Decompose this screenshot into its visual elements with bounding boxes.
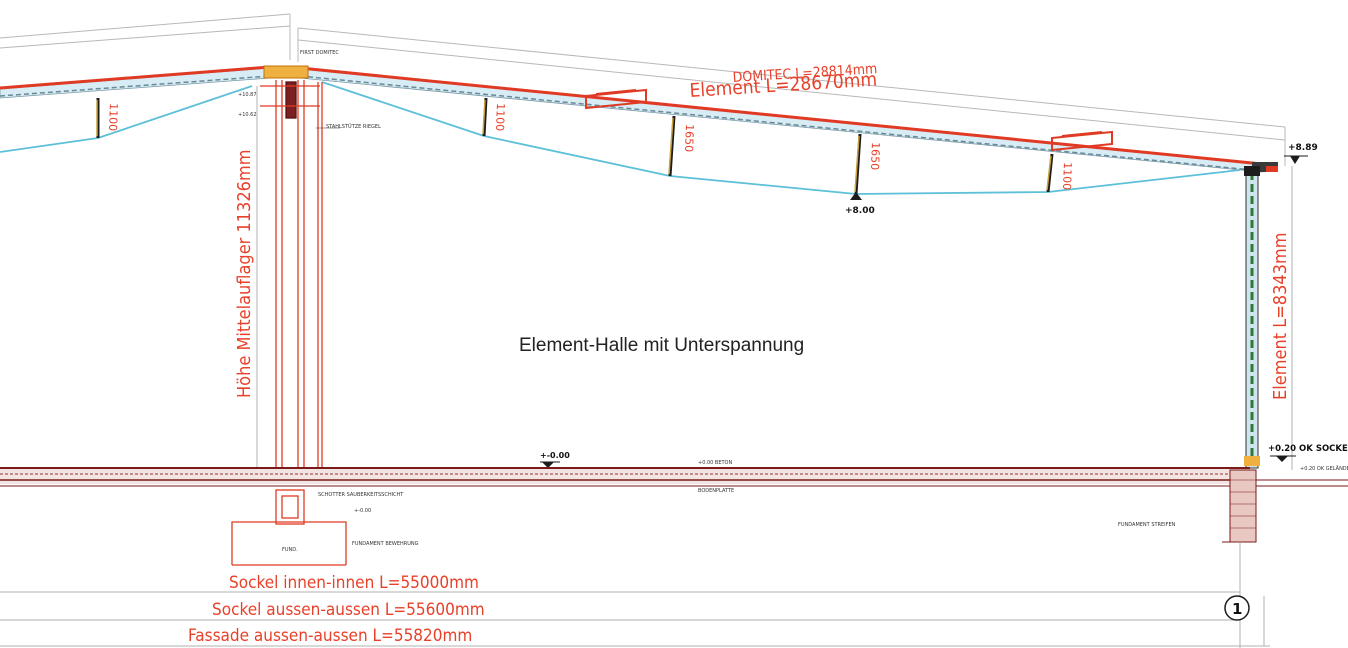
svg-text:+0.00 BETON: +0.00 BETON [698, 460, 732, 466]
bottom-dimension-lines [0, 591, 1270, 647]
axis-marker: 1 [1224, 595, 1250, 621]
svg-text:SCHOTTER SAUBERKEITSSCHICHT: SCHOTTER SAUBERKEITSSCHICHT [318, 492, 404, 498]
socket-outer-dimension-label: Sockel aussen-aussen L=55600mm [212, 600, 485, 620]
roof-element [0, 65, 1278, 173]
facade-outer-dimension-label: Fassade aussen-aussen L=55820mm [188, 626, 472, 646]
roof-element-length-label: Element L=28670mm [689, 69, 878, 102]
strut-label: 1100 [106, 103, 120, 131]
axis-marker-label: 1 [1232, 600, 1242, 618]
svg-text:STAHLSTÜTZE RIEGEL: STAHLSTÜTZE RIEGEL [326, 123, 381, 130]
wall-element-length-label: Element L=8343mm [1270, 232, 1291, 400]
socket-foundation [1222, 469, 1257, 543]
center-height-dimension: Höhe Mittelauflager 11326mm [234, 86, 258, 468]
svg-text:FUNDAMENT BEWEHRUNG: FUNDAMENT BEWEHRUNG [352, 541, 419, 547]
svg-text:FUNDAMENT STREIFEN: FUNDAMENT STREIFEN [1118, 522, 1176, 528]
wall-dimension: Element L=8343mm [1270, 166, 1293, 470]
svg-text:+0.20 OK GELÄNDE: +0.20 OK GELÄNDE [1300, 465, 1348, 472]
eave-level-label: +8.89 [1288, 143, 1318, 153]
svg-text:BODENPLATTE: BODENPLATTE [698, 488, 734, 494]
center-column [231, 80, 347, 566]
svg-text:FUND.: FUND. [282, 547, 298, 553]
struts [96, 97, 1054, 195]
strut-label: 1650 [868, 142, 882, 170]
strut-label: 1650 [682, 124, 696, 152]
socket-level-label: +0.20 OK SOCKEL [1268, 444, 1348, 454]
strut-label: 1100 [1060, 162, 1074, 190]
roof-dimension-lines [0, 13, 1286, 166]
svg-text:+10.87: +10.87 [238, 92, 257, 98]
center-height-label: Höhe Mittelauflager 11326mm [234, 149, 255, 398]
strut-label: 1100 [493, 103, 507, 131]
floor-slab [0, 467, 1348, 487]
svg-text:+-0.00: +-0.00 [354, 508, 371, 514]
level-markers: +8.89 +8.00 +-0.00 +0.20 OK SOCKEL [540, 143, 1348, 468]
floor-annotations: +0.00 BETON BODENPLATTE FUNDAMENT STREIF… [698, 460, 1348, 528]
drawing-caption: Element-Halle mit Unterspannung [519, 335, 804, 356]
truss-low-level-label: +8.00 [845, 206, 875, 216]
roof-skylights [585, 88, 1113, 152]
svg-text:+10.62: +10.62 [238, 112, 257, 118]
strut-labels: 1100 1100 1650 1650 1100 [106, 103, 1074, 190]
svg-text:FIRST DOMITEC: FIRST DOMITEC [300, 50, 339, 56]
bottom-dimension-labels: Sockel innen-innen L=55000mm Sockel auss… [188, 573, 485, 646]
floor-level-label: +-0.00 [540, 451, 570, 460]
socket-inner-dimension-label: Sockel innen-innen L=55000mm [229, 573, 479, 593]
center-annotations: +10.87 +10.62 STAHLSTÜTZE RIEGEL FIRST D… [238, 50, 419, 553]
wall-element [1244, 166, 1260, 469]
